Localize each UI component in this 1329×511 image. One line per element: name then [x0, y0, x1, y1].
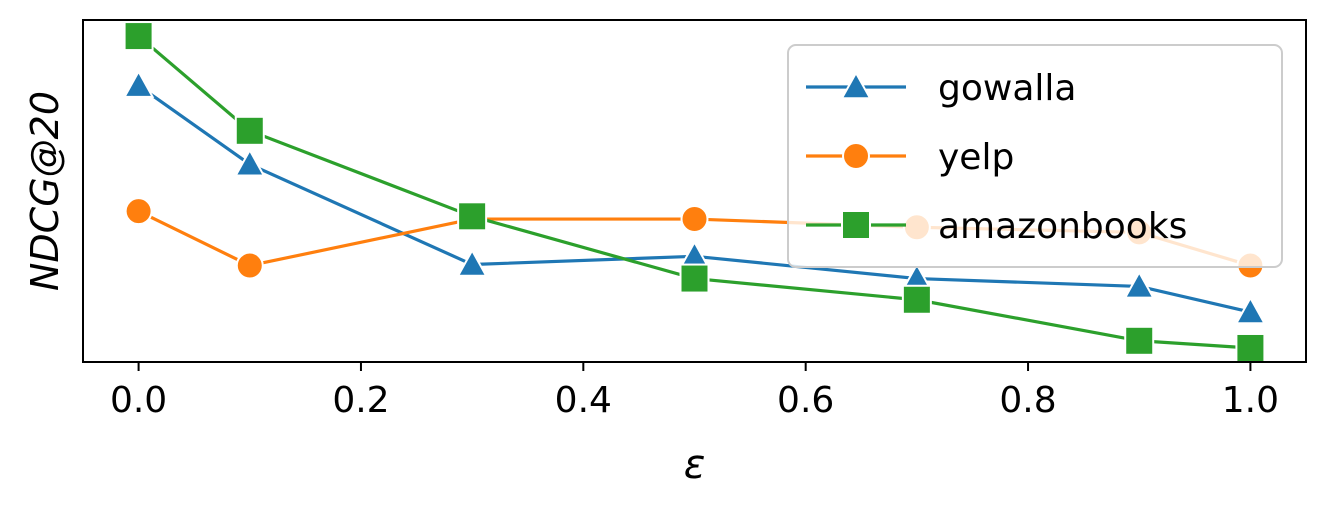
x-tick-label-3: 0.6 — [777, 380, 834, 421]
data-point-amazonbooks-2 — [457, 201, 488, 232]
series-layer — [122, 21, 1267, 363]
data-point-gowalla-5 — [1123, 270, 1155, 299]
data-point-gowalla-0 — [122, 69, 155, 98]
y-axis-label: NDCG@20 — [23, 91, 67, 291]
series-gowalla — [122, 69, 1267, 325]
legend-label-gowalla: gowalla — [938, 68, 1076, 109]
x-axis-ticks: 0.0 0.2 0.4 0.6 0.8 1.0 — [110, 362, 1279, 421]
legend: gowalla yelp amazonbooks — [787, 44, 1283, 268]
x-tick-label-0: 0.0 — [110, 380, 167, 421]
data-point-amazonbooks-6 — [1235, 332, 1266, 363]
legend-item-gowalla: gowalla — [806, 68, 1076, 109]
x-axis-label: ε — [684, 442, 706, 488]
data-point-gowalla-2 — [456, 248, 488, 277]
data-point-yelp-3 — [680, 205, 709, 234]
data-point-yelp-0 — [124, 197, 153, 226]
data-point-gowalla-6 — [1234, 296, 1267, 325]
x-tick-label-2: 0.4 — [555, 380, 612, 421]
data-point-gowalla-1 — [234, 148, 266, 177]
legend-marker-gowalla — [840, 70, 872, 100]
data-point-amazonbooks-5 — [1124, 325, 1155, 356]
plot-frame — [82, 19, 1307, 363]
data-point-amazonbooks-4 — [901, 284, 932, 315]
data-point-amazonbooks-1 — [234, 115, 265, 146]
legend-marker-amazonbooks — [841, 210, 871, 240]
legend-item-amazonbooks: amazonbooks — [806, 206, 1187, 247]
legend-label-amazonbooks: amazonbooks — [938, 206, 1187, 247]
legend-box — [787, 44, 1283, 268]
x-tick-label-5: 1.0 — [1222, 380, 1279, 421]
x-tick-label-4: 0.8 — [999, 380, 1056, 421]
legend-label-yelp: yelp — [938, 137, 1014, 178]
data-point-amazonbooks-0 — [123, 21, 154, 52]
series-amazonbooks — [123, 21, 1266, 363]
legend-item-yelp: yelp — [806, 137, 1014, 178]
x-tick-label-1: 0.2 — [332, 380, 389, 421]
legend-marker-yelp — [842, 142, 870, 170]
data-point-yelp-1 — [235, 251, 264, 280]
data-point-amazonbooks-3 — [679, 263, 710, 294]
